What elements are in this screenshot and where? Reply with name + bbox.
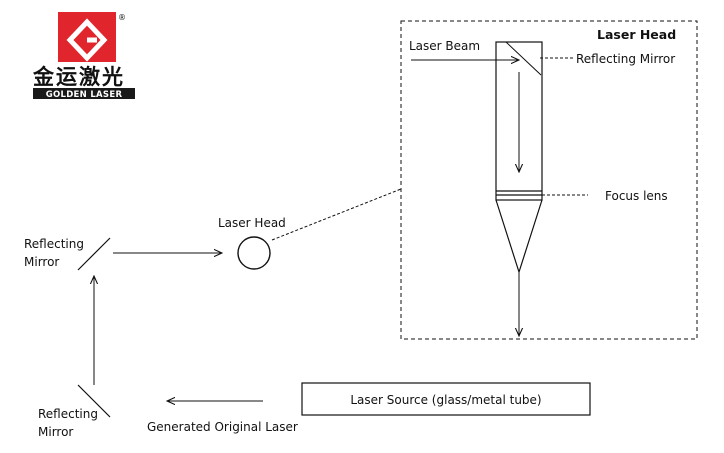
laser-head-overview: Laser Head bbox=[218, 188, 402, 270]
logo-english-name: GOLDEN LASER bbox=[46, 90, 123, 100]
lower-mirror-label-line1: Reflecting bbox=[38, 407, 98, 421]
upper-mirror-label-line1: Reflecting bbox=[24, 237, 84, 251]
reflecting-mirror-head-label: Reflecting Mirror bbox=[576, 52, 675, 66]
upper-reflecting-mirror: Reflecting Mirror bbox=[24, 237, 111, 271]
generated-original-laser-label: Generated Original Laser bbox=[147, 420, 298, 434]
zoom-connector-line bbox=[271, 188, 402, 241]
laser-head-detail: Laser Head Laser Beam Reflecting Mirror … bbox=[400, 20, 698, 340]
focus-lens-label: Focus lens bbox=[605, 189, 668, 203]
laser-head-detail-frame bbox=[400, 20, 698, 340]
laser-nozzle bbox=[495, 199, 543, 274]
lower-mirror-line bbox=[77, 384, 111, 418]
laser-head-small-label: Laser Head bbox=[218, 216, 286, 230]
logo-registered-mark: ® bbox=[118, 13, 126, 22]
head-reflecting-mirror bbox=[505, 41, 542, 76]
logo-name-bar bbox=[33, 88, 135, 99]
company-logo: ® 金运激光 GOLDEN LASER bbox=[32, 12, 135, 100]
upper-mirror-label-line2: Mirror bbox=[24, 255, 59, 269]
lower-mirror-label-line2: Mirror bbox=[38, 425, 73, 439]
lower-reflecting-mirror: Reflecting Mirror bbox=[38, 384, 111, 439]
laser-head-tube bbox=[495, 41, 543, 201]
logo-mark-icon bbox=[58, 12, 116, 62]
laser-head-box-title: Laser Head bbox=[597, 27, 676, 42]
laser-source-box bbox=[301, 382, 591, 416]
laser-head-circle bbox=[237, 236, 271, 270]
laser-source-label: Laser Source (glass/metal tube) bbox=[350, 393, 541, 407]
upper-mirror-line bbox=[77, 237, 111, 271]
laser-source: Laser Source (glass/metal tube) bbox=[301, 382, 591, 416]
logo-chinese-name: 金运激光 bbox=[32, 65, 125, 89]
laser-beam-label: Laser Beam bbox=[409, 39, 480, 53]
